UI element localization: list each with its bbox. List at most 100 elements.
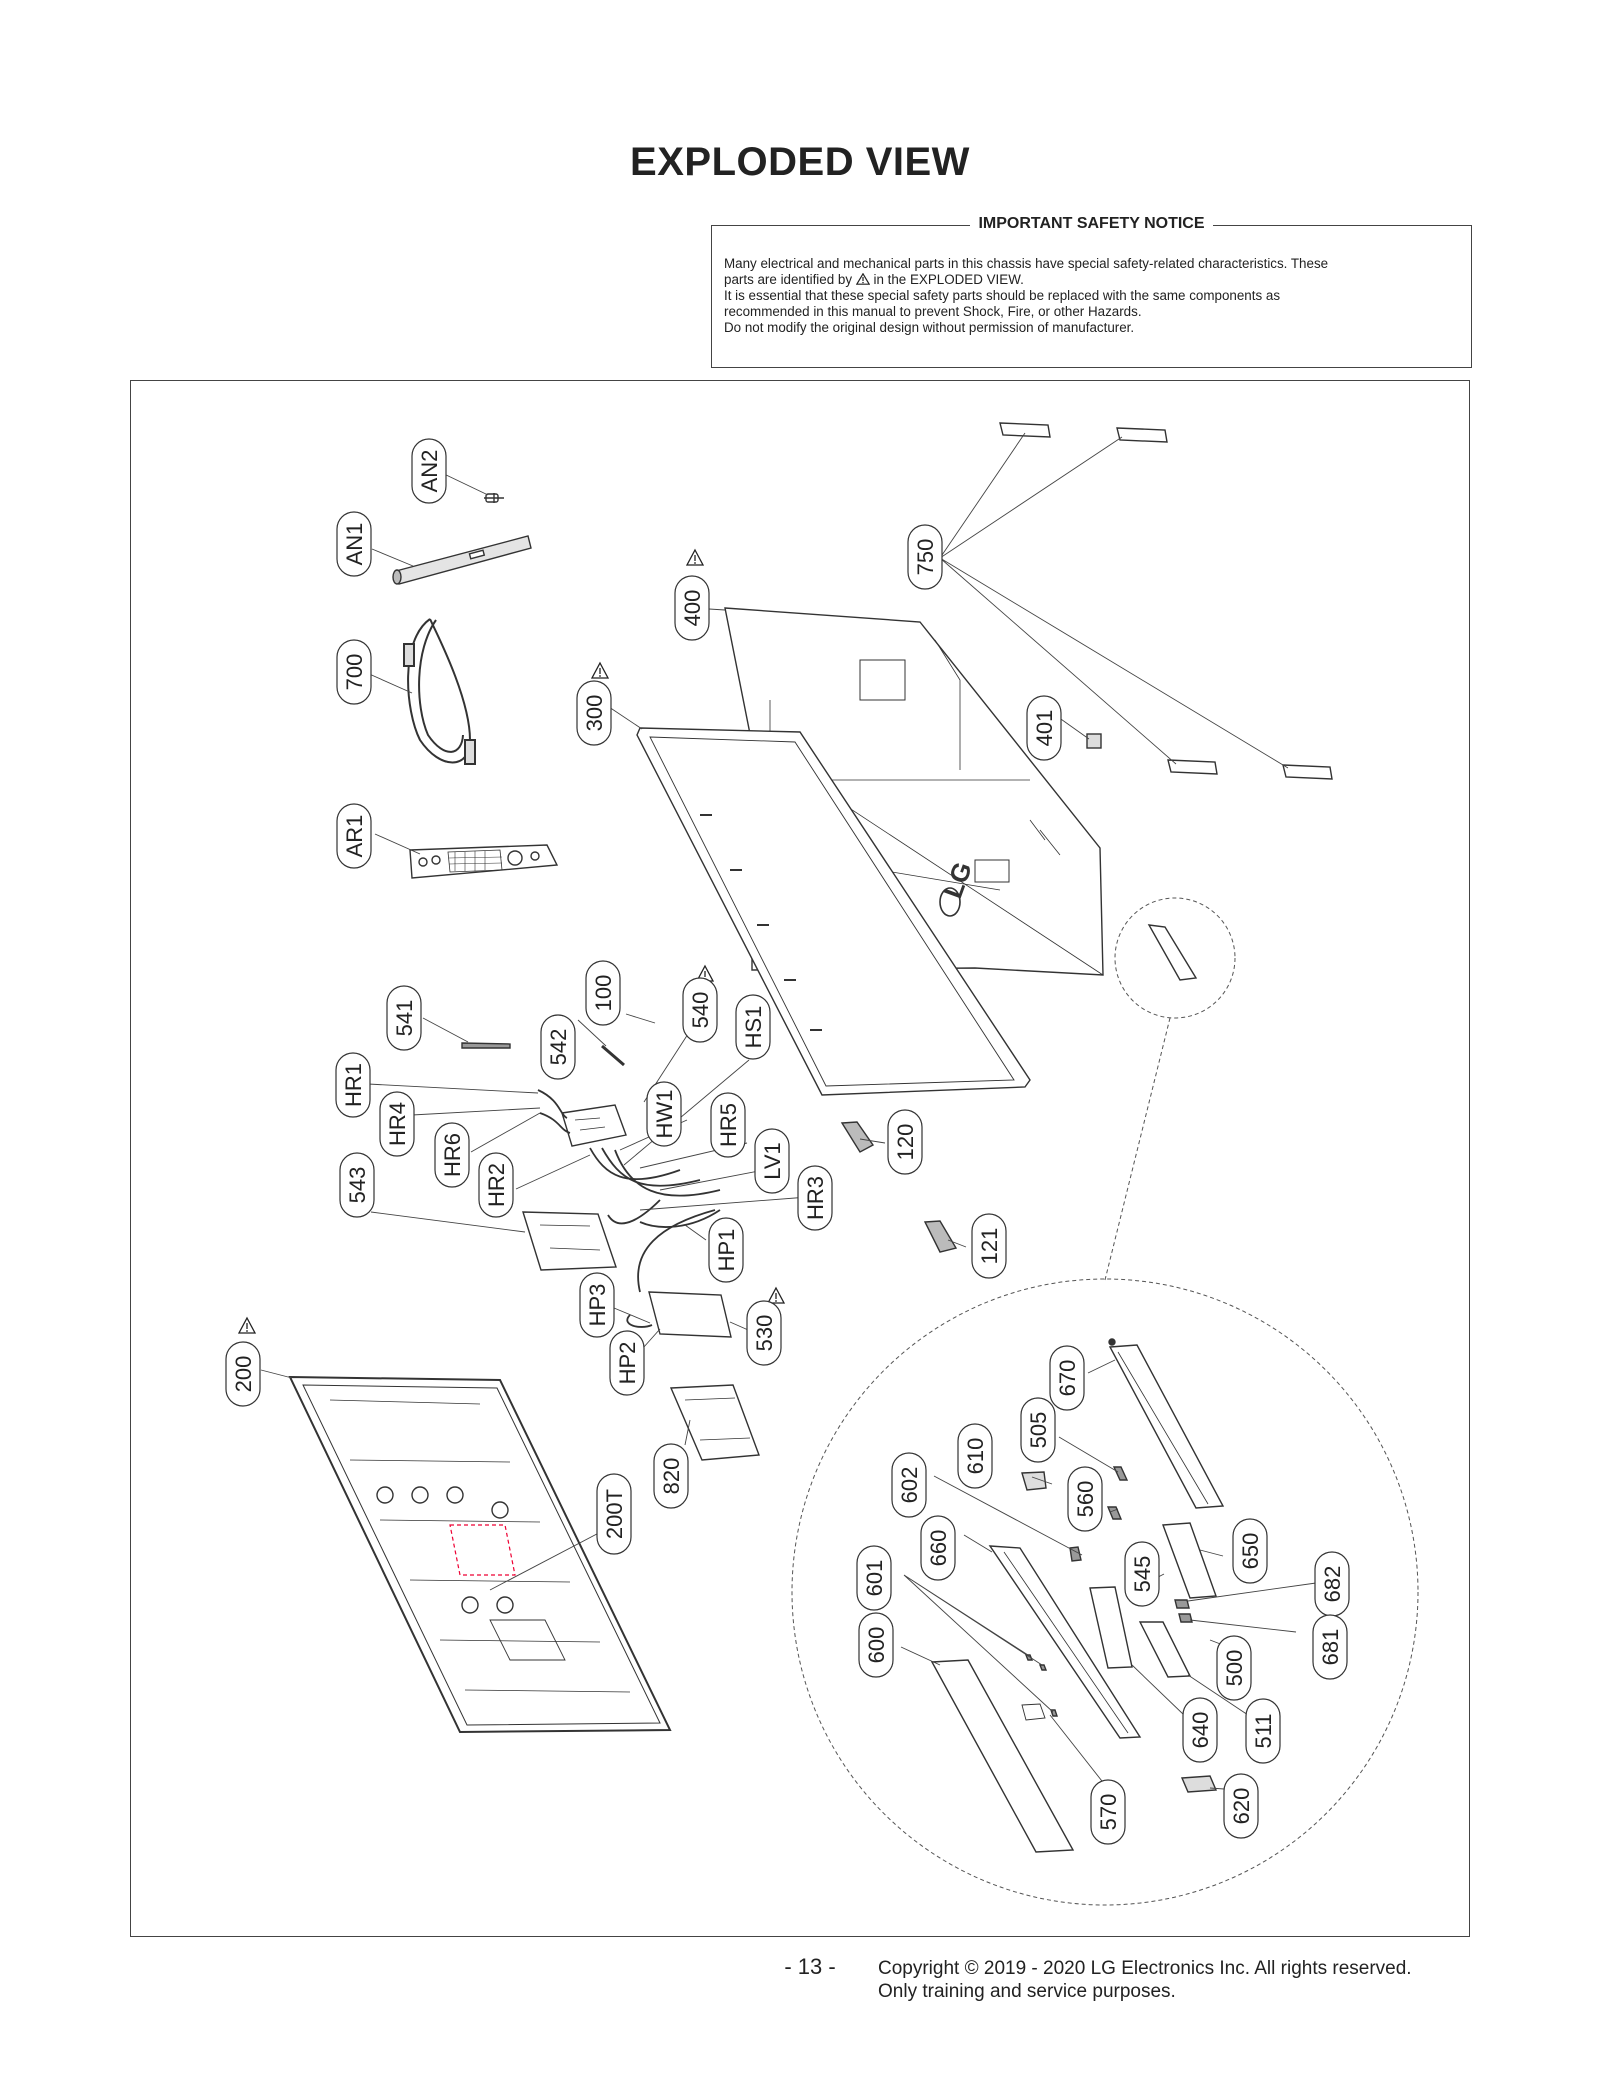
part-label-700: 700 <box>336 639 372 705</box>
part-label-hs1: HS1 <box>735 994 771 1060</box>
part-label-600: 600 <box>858 1612 894 1678</box>
leader-lines <box>260 432 1317 1791</box>
antenna-small-part <box>484 493 504 503</box>
svg-text:500: 500 <box>1222 1650 1247 1687</box>
part-label-570: 570 <box>1090 1779 1126 1845</box>
part-label-670: 670 <box>1049 1345 1085 1411</box>
svg-text:100: 100 <box>591 975 616 1012</box>
svg-text:HR1: HR1 <box>341 1063 366 1107</box>
svg-text:660: 660 <box>926 1530 951 1567</box>
svg-text:HR6: HR6 <box>440 1133 465 1177</box>
warning-triangle-icon <box>591 662 609 679</box>
svg-text:682: 682 <box>1320 1566 1345 1603</box>
svg-text:670: 670 <box>1055 1360 1080 1397</box>
svg-text:401: 401 <box>1032 710 1057 747</box>
power-board-part <box>522 1211 617 1271</box>
notice-line-1: Many electrical and mechanical parts in … <box>724 256 1329 271</box>
part-label-300: 300 <box>576 680 612 746</box>
svg-text:610: 610 <box>963 1438 988 1475</box>
speaker-120-part <box>840 1121 875 1153</box>
page-title: EXPLODED VIEW <box>630 140 970 184</box>
part-label-545: 545 <box>1124 1541 1160 1607</box>
bracket-401-part <box>1086 733 1102 749</box>
part-label-hw1: HW1 <box>646 1081 682 1147</box>
warning-triangle-icon <box>767 1287 785 1304</box>
safety-notice-box: IMPORTANT SAFETY NOTICE Many electrical … <box>711 215 1472 368</box>
speaker-121-part <box>923 1220 958 1253</box>
svg-text:300: 300 <box>582 695 607 732</box>
part-label-541: 541 <box>386 985 422 1051</box>
part-label-682: 682 <box>1314 1551 1350 1617</box>
part-label-hp2: HP2 <box>609 1330 645 1396</box>
middle-cabinet-part <box>636 727 1031 1096</box>
copyright-notice: Copyright © 2019 - 2020 LG Electronics I… <box>878 1957 1412 2003</box>
part-label-lv1: LV1 <box>754 1128 790 1194</box>
svg-text:602: 602 <box>897 1467 922 1504</box>
part-label-505: 505 <box>1020 1397 1056 1463</box>
part-label-hr3: HR3 <box>797 1165 833 1231</box>
svg-text:620: 620 <box>1229 1788 1254 1825</box>
safety-markers <box>238 549 785 1334</box>
svg-text:601: 601 <box>862 1560 887 1597</box>
svg-text:530: 530 <box>752 1315 777 1352</box>
copyright-line: Copyright © 2019 - 2020 LG Electronics I… <box>878 1958 1412 1979</box>
svg-text:540: 540 <box>688 992 713 1029</box>
led-driver-part <box>648 1291 732 1338</box>
front-panel-part <box>288 1375 672 1734</box>
part-label-650: 650 <box>1232 1518 1268 1584</box>
antenna-rod-part <box>392 535 532 585</box>
part-label-511: 511 <box>1245 1698 1281 1764</box>
shield-820-part <box>669 1384 760 1461</box>
part-label-610: 610 <box>957 1423 993 1489</box>
part-label-543: 543 <box>339 1152 375 1218</box>
part-label-ar1: AR1 <box>336 803 372 869</box>
page-number: - 13 - <box>784 1954 836 1979</box>
part-label-602: 602 <box>891 1452 927 1518</box>
part-label-200t: 200T <box>596 1473 632 1555</box>
part-label-620: 620 <box>1223 1773 1259 1839</box>
cable-harnesses <box>537 1089 721 1328</box>
notice-line-4: recommended in this manual to prevent Sh… <box>724 304 1142 319</box>
part-label-hr4: HR4 <box>379 1091 415 1157</box>
svg-text:121: 121 <box>977 1228 1002 1265</box>
part-label-750: 750 <box>907 524 943 590</box>
part-label-601: 601 <box>856 1545 892 1611</box>
svg-text:750: 750 <box>913 539 938 576</box>
part-label-530: 530 <box>746 1300 782 1366</box>
part-label-120: 120 <box>887 1109 923 1175</box>
part-label-121: 121 <box>971 1213 1007 1279</box>
svg-text:570: 570 <box>1096 1794 1121 1831</box>
part-label-660: 660 <box>920 1515 956 1581</box>
power-cord-part <box>403 618 476 765</box>
svg-text:200: 200 <box>231 1356 256 1393</box>
svg-text:543: 543 <box>345 1167 370 1204</box>
svg-text:560: 560 <box>1073 1481 1098 1518</box>
safety-notice-body: Many electrical and mechanical parts in … <box>724 256 1459 336</box>
svg-text:HS1: HS1 <box>741 1006 766 1049</box>
svg-text:545: 545 <box>1130 1556 1155 1593</box>
part-label-401: 401 <box>1026 695 1062 761</box>
svg-text:HW1: HW1 <box>652 1090 677 1139</box>
safety-notice-title: IMPORTANT SAFETY NOTICE <box>970 215 1213 232</box>
part-label-681: 681 <box>1312 1614 1348 1680</box>
warning-triangle-icon <box>855 273 870 285</box>
bracket-542-part <box>601 1044 625 1067</box>
svg-text:541: 541 <box>392 1000 417 1037</box>
part-label-500: 500 <box>1216 1635 1252 1701</box>
svg-text:HP3: HP3 <box>585 1284 610 1327</box>
svg-text:505: 505 <box>1026 1412 1051 1449</box>
part-label-an2: AN2 <box>411 438 447 504</box>
svg-text:HP2: HP2 <box>615 1342 640 1385</box>
svg-text:LV1: LV1 <box>760 1142 785 1180</box>
stand-hinge-parts <box>999 422 1333 780</box>
notice-line-2: parts are identified by in the EXPLODED … <box>724 272 1024 287</box>
svg-text:HR5: HR5 <box>716 1103 741 1147</box>
part-label-200: 200 <box>225 1341 261 1407</box>
detail-assembly-parts <box>930 1338 1225 1853</box>
zoom-circles <box>791 897 1419 1906</box>
part-label-hp3: HP3 <box>579 1272 615 1338</box>
warning-triangle-icon <box>238 1317 256 1334</box>
part-label-820: 820 <box>653 1443 689 1509</box>
